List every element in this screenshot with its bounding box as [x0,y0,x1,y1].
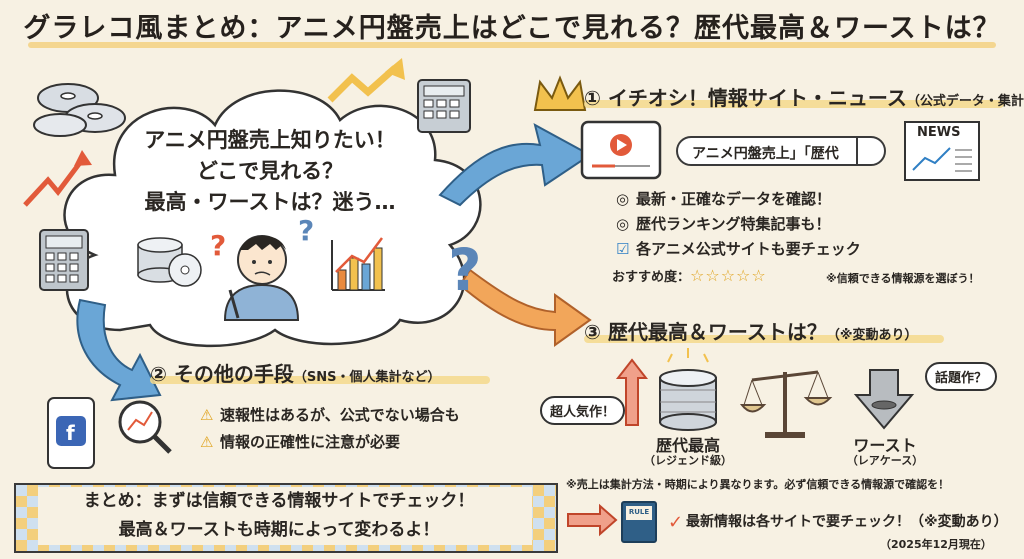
search-text: アニメ円盤売上」「歴代 [692,146,839,162]
section2-highlight [150,376,490,384]
magnifier-chart-icon [118,400,172,454]
section2-title-text: その他の手段 [173,362,294,386]
section3-title: ③ 歴代最高＆ワーストは？（※変動あり） [584,316,918,345]
worst-sublabel: （レアケース） [846,454,924,467]
section2-number: ② [150,362,167,386]
arrow-to-section1 [438,123,592,207]
page-title: グラレコ風まとめ：アニメ円盤売上はどこで見れる？歴代最高＆ワーストは？ [23,13,1001,44]
newspaper-icon [904,121,980,181]
crown-icon [533,75,587,111]
section2-bullet-2: ⚠ 情報の正確性に注意が必要 [200,431,400,452]
thought-cloud-text: アニメ円盤売上知りたい！ どこで見れる？ 最高・ワーストは？迷う… [110,125,430,218]
section2-bullet-1: ⚠ 速報性はあるが、公式でない場合も [200,404,460,425]
bar-chart-icon [331,237,385,291]
section1-title-text: イチオシ！情報サイト・ニュース [607,86,907,110]
best-sublabel: （レジェンド級） [644,454,732,467]
disc-pile-icon [137,237,202,287]
best-label: 歴代最高 [655,436,720,455]
bullet-text: 各アニメ公式サイトも要チェック [636,240,861,258]
question-mark-icon-2: ? [210,229,226,262]
section3-note: ※売上は集計方法・時期により異なります。必ず信頼できる情報源で確認を！ [566,478,950,491]
down-arrow-icon [853,369,915,430]
section2-title: ② その他の手段（SNS・個人集計など） [150,358,441,387]
footer-date: （2025年12月現在） [880,538,992,551]
section1-title: ① イチオシ！情報サイト・ニュース（公式データ・集計） [584,82,1024,111]
check-mark-icon: ✓ [668,512,683,533]
summary-line-1: まとめ：まずは信頼できる情報サイトでチェック！ [83,491,475,511]
checkbox-icon: ☑ [616,240,630,258]
double-circle-icon: ◎ [616,215,630,233]
arrow-to-section3 [458,268,592,347]
summary-text: まとめ：まずは信頼できる情報サイトでチェック！ 最高＆ワーストも時期によって変わ… [24,487,534,545]
rule-book-icon [621,501,657,543]
calculator-icon-2 [417,79,471,133]
cloud-line-3: 最高・ワーストは？迷う… [144,190,396,214]
question-mark-icon: ? [448,236,482,304]
recommend-row: おすすめ度：☆☆☆☆☆ [612,266,767,285]
bullet-text: 最新・正確なデータを確認！ [636,190,832,208]
search-button[interactable] [856,138,886,164]
video-player-icon [580,120,662,180]
question-mark-icon-3: ? [298,214,314,247]
best-disc-stack-icon [659,348,717,431]
footer-arrow-icon [567,503,618,537]
section1-highlight [584,100,1004,108]
smartphone-icon: f [47,397,95,469]
calculator-icon [39,229,89,291]
section1-bullet-1: ◎ 最新・正確なデータを確認！ [616,188,831,209]
rule-book-label: RULE [628,508,650,516]
summary-inner [38,487,532,545]
section3-highlight [584,335,944,343]
warning-icon: ⚠ [200,433,214,451]
bullet-text: 歴代ランキング特集記事も！ [636,215,831,233]
footer-text: 最新情報は各サイトで要チェック！（※変動あり） [686,514,1008,530]
worst-label: ワースト [853,436,917,455]
growth-arrow-icon [327,58,405,103]
recommend-note: ※信頼できる情報源を選ぼう！ [826,272,980,285]
section3-number: ③ [584,320,601,344]
section3-subtitle: （※変動あり） [826,328,918,343]
confused-person-icon [223,235,300,321]
best-speech-bubble: 超人気作！ [540,396,626,425]
section3-title-text: 歴代最高＆ワーストは？ [607,320,827,344]
section1-number: ① [584,86,601,110]
bullet-text: 速報性はあるが、公式でない場合も [220,406,460,424]
warning-icon: ⚠ [200,406,214,424]
up-arrow-icon [615,358,649,426]
section1-bullet-2: ◎ 歴代ランキング特集記事も！ [616,213,831,234]
trend-up-arrow-icon [23,150,92,207]
disc-stack-icon [33,83,126,137]
news-label: NEWS [917,125,961,140]
cloud-line-1: アニメ円盤売上知りたい！ [144,128,396,152]
section1-bullet-3: ☑ 各アニメ公式サイトも要チェック [616,238,861,259]
star-rating-icon: ☆☆☆☆☆ [690,266,767,285]
summary-line-2: 最高＆ワーストも時期によって変わるよ！ [118,520,440,540]
recommend-label: おすすめ度： [612,270,691,285]
arrow-to-section2 [76,298,162,402]
svg-text:f: f [66,421,75,445]
cloud-line-2: どこで見れる？ [196,159,344,183]
title-highlight [28,42,996,48]
double-circle-icon: ◎ [616,190,630,208]
balance-scale-icon [739,370,833,438]
search-box[interactable]: アニメ円盤売上」「歴代 [676,136,886,166]
worst-speech-bubble: 話題作？ [925,362,998,391]
bullet-text: 情報の正確性に注意が必要 [220,433,401,451]
section1-subtitle: （公式データ・集計） [906,94,1024,109]
section2-subtitle: （SNS・個人集計など） [293,370,441,385]
